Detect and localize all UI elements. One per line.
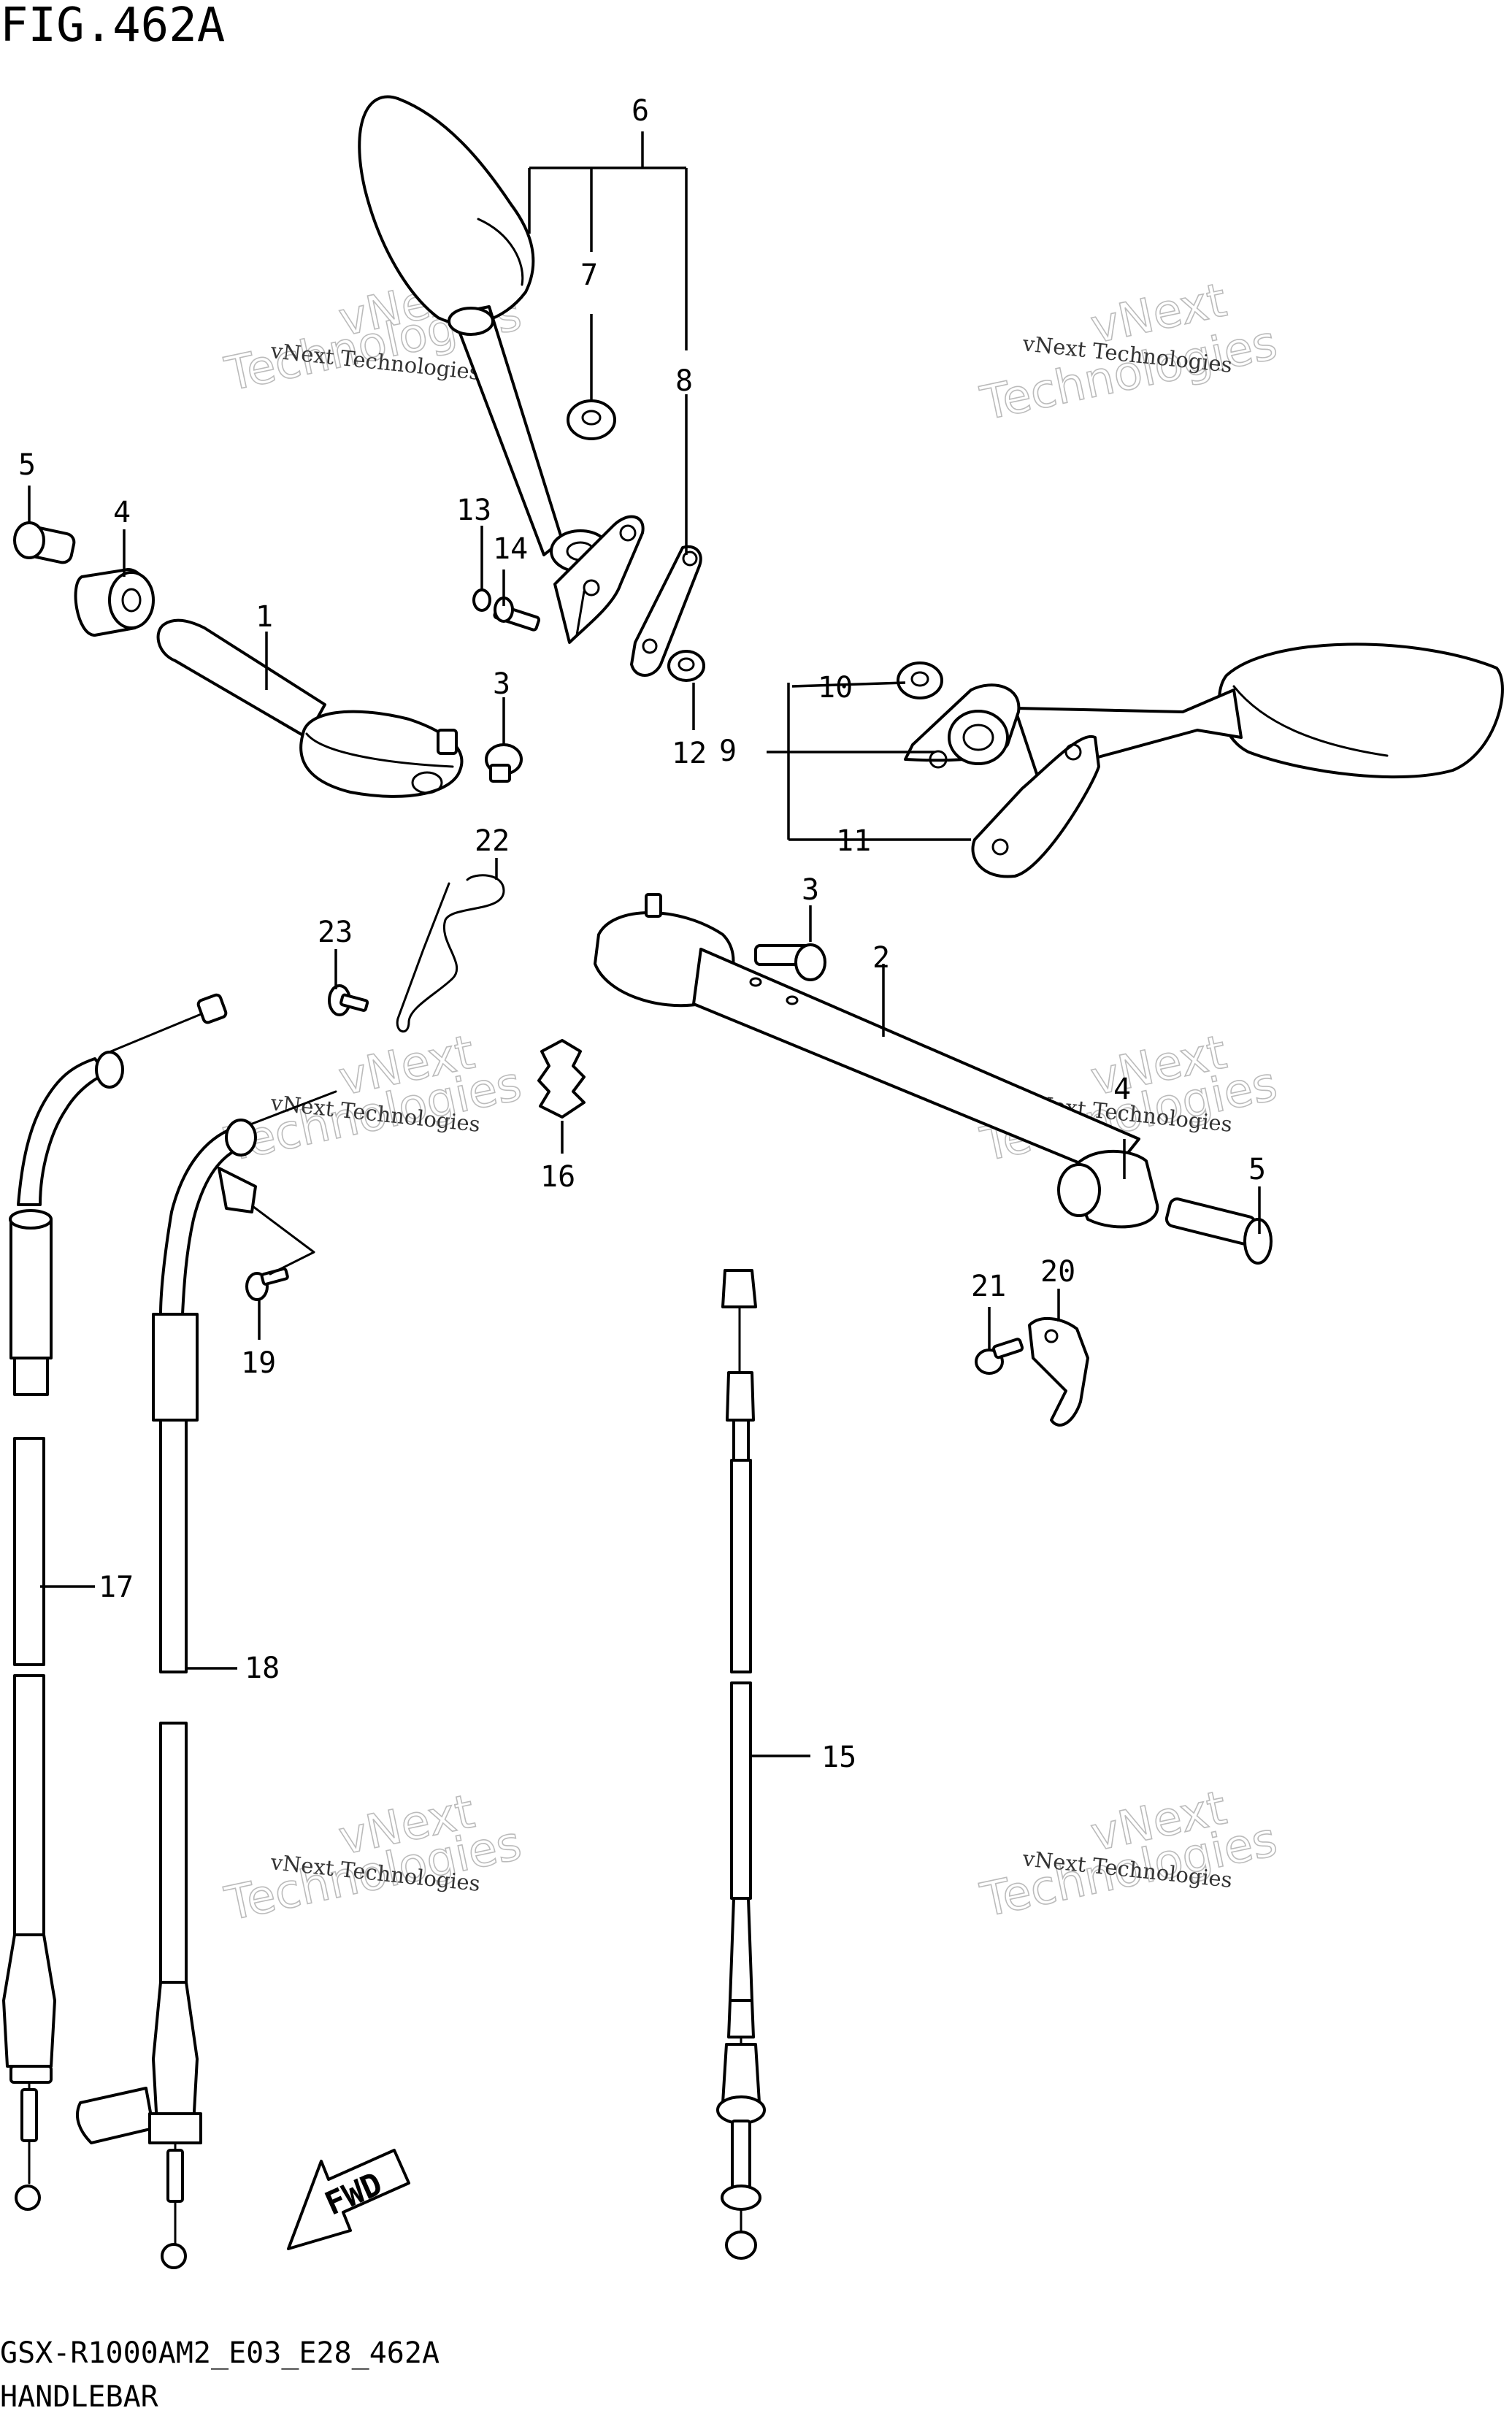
callout-22: 22 — [475, 824, 510, 858]
bar-end-weight-4-right — [1057, 1149, 1159, 1229]
model-code: GSX-R1000AM2_E03_E28_462A — [0, 2336, 440, 2370]
bolt-21 — [975, 1338, 1024, 1375]
clamp-bolt-3-left — [485, 743, 523, 783]
clip-13 — [472, 588, 491, 612]
leader-lines — [28, 131, 1261, 1757]
callout-19: 19 — [241, 1346, 276, 1380]
mirror-plate-8 — [630, 545, 702, 677]
bar-end-bolt-5-left — [13, 521, 76, 564]
left-handlebar-1 — [156, 618, 464, 798]
callout-8: 8 — [675, 364, 693, 398]
callout-6: 6 — [632, 94, 649, 128]
watermark-bottom-left: Technologies vNext vNext Technologies — [220, 1784, 526, 1933]
callout-9: 9 — [719, 735, 737, 768]
mirror-plate-11 — [971, 735, 1100, 878]
callout-5-right: 5 — [1248, 1153, 1266, 1186]
watermark-bottom-right: Technologies vNext vNext Technologies — [975, 1781, 1282, 1929]
callout-4-left: 4 — [113, 496, 131, 529]
screw-19 — [239, 1196, 315, 1301]
screw-14 — [493, 597, 541, 632]
callouts: 1 2 3 3 4 4 5 5 6 7 8 9 10 11 12 13 14 1… — [18, 94, 1266, 1774]
callout-14: 14 — [493, 532, 528, 566]
callout-3-left: 3 — [493, 667, 510, 701]
callout-11: 11 — [836, 824, 871, 858]
clamp-bolt-3-right — [754, 943, 826, 981]
callout-23: 23 — [318, 916, 353, 949]
right-mirror-9 — [904, 643, 1504, 779]
left-mirror — [358, 95, 645, 644]
callout-5-left: 5 — [18, 448, 36, 482]
throttle-cable-17 — [2, 993, 228, 2211]
callout-16: 16 — [540, 1160, 575, 1194]
callout-21: 21 — [971, 1270, 1006, 1303]
mirror-grommet-10 — [897, 661, 943, 699]
bar-end-weight-4-left — [74, 568, 155, 637]
watermark-mid-left: Technologies vNext vNext Technologies — [220, 1025, 526, 1173]
callout-18: 18 — [245, 1652, 280, 1685]
callout-1: 1 — [256, 600, 273, 634]
callout-13: 13 — [456, 494, 491, 527]
callout-7: 7 — [580, 258, 598, 292]
callout-4-right: 4 — [1113, 1073, 1131, 1106]
screw-23 — [328, 984, 369, 1016]
bar-end-bolt-5-right — [1164, 1197, 1273, 1265]
nut-12 — [667, 650, 705, 682]
throttle-cable-18 — [76, 1090, 337, 2269]
callout-15: 15 — [821, 1741, 856, 1774]
wire-clip-22 — [396, 874, 505, 1032]
mirror-grommet-7 — [567, 399, 616, 440]
cable-bracket-20 — [1028, 1316, 1089, 1427]
figure-title: FIG.462A — [0, 0, 225, 53]
callout-12: 12 — [672, 737, 707, 770]
fwd-arrow: FWD — [287, 2149, 410, 2250]
clutch-cable-15 — [716, 1269, 766, 2260]
callout-20: 20 — [1040, 1255, 1075, 1289]
right-handlebar-2 — [594, 893, 1140, 1177]
group-name: HANDLEBAR — [0, 2380, 159, 2414]
callout-2: 2 — [872, 941, 890, 975]
callout-3-right: 3 — [802, 873, 819, 907]
callout-10: 10 — [818, 671, 853, 705]
damper-16 — [537, 1039, 586, 1119]
callout-17: 17 — [99, 1570, 134, 1604]
watermark-top-right: Technologies vNext vNext Technologies — [975, 273, 1282, 432]
